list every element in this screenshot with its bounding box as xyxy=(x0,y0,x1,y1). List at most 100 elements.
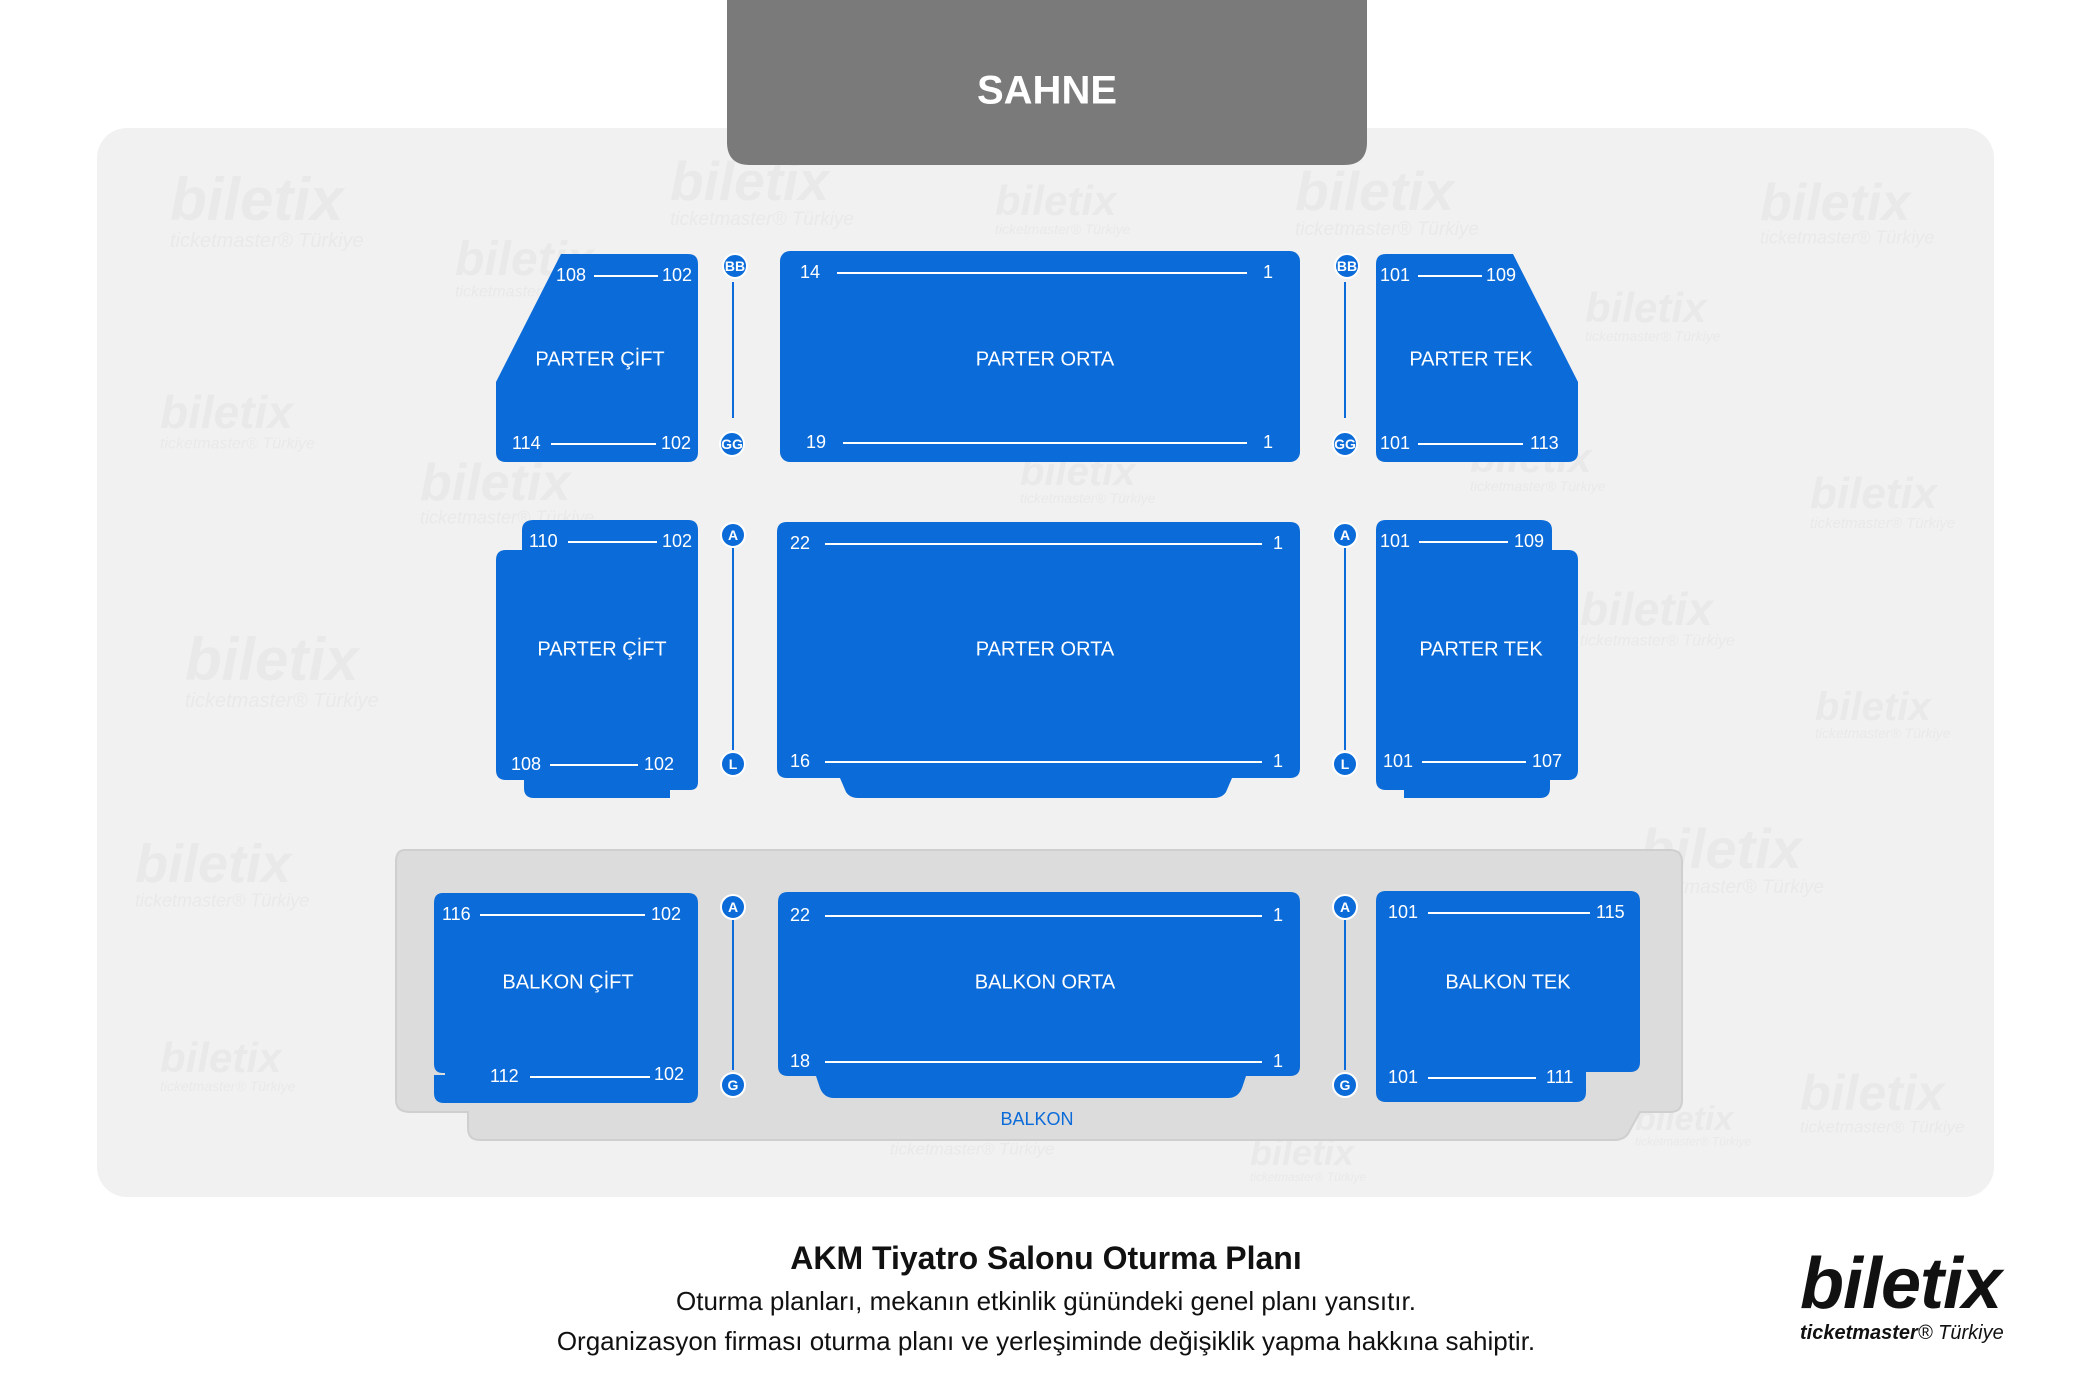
svg-text:A: A xyxy=(1340,899,1350,915)
svg-text:ticketmaster® Türkiye: ticketmaster® Türkiye xyxy=(1580,633,1735,650)
section-balkon-orta[interactable]: BALKON ORTA 22 1 18 1 xyxy=(778,892,1300,1098)
seat-number: 102 xyxy=(654,1064,684,1084)
seat-number: 114 xyxy=(512,433,541,453)
stage-label: SAHNE xyxy=(977,69,1117,113)
logo-tagline: ticketmaster® Türkiye xyxy=(1800,1322,2004,1344)
seat-number: 109 xyxy=(1486,265,1516,285)
row-badge: G xyxy=(1332,1072,1358,1098)
plan-note-line-1: Oturma planları, mekanın etkinlik gününd… xyxy=(676,1286,1416,1316)
svg-text:ticketmaster® Türkiye: ticketmaster® Türkiye xyxy=(1635,1134,1752,1148)
section-balkon-cift[interactable]: BALKON ÇİFT 116 102 112 102 xyxy=(434,893,698,1103)
seat-number: 18 xyxy=(790,1051,810,1071)
seat-number: 1 xyxy=(1273,905,1283,925)
svg-text:ticketmaster® Türkiye: ticketmaster® Türkiye xyxy=(1020,490,1156,506)
svg-text:ticketmaster® Türkiye: ticketmaster® Türkiye xyxy=(160,1078,296,1094)
seat-number: 101 xyxy=(1380,531,1410,551)
svg-text:biletix: biletix xyxy=(1760,174,1912,232)
svg-text:ticketmaster® Türkiye: ticketmaster® Türkiye xyxy=(1800,1118,1965,1137)
aisle-markers: BB GG BB GG A L A L A G A G xyxy=(719,253,1360,1098)
svg-text:biletix: biletix xyxy=(160,386,295,438)
svg-text:ticketmaster® Türkiye: ticketmaster® Türkiye xyxy=(1250,1170,1367,1184)
svg-text:A: A xyxy=(1340,527,1350,543)
seat-number: 116 xyxy=(442,904,471,924)
seat-number: 1 xyxy=(1263,432,1273,452)
row-badge: GG xyxy=(719,431,745,457)
svg-text:biletix: biletix xyxy=(1580,583,1715,635)
seat-number: 1 xyxy=(1263,262,1273,282)
section-label: PARTER ORTA xyxy=(976,348,1115,370)
svg-text:G: G xyxy=(1340,1077,1351,1093)
seat-number: 14 xyxy=(800,262,820,282)
svg-text:ticketmaster® Türkiye: ticketmaster® Türkiye xyxy=(160,436,315,453)
svg-text:GG: GG xyxy=(721,436,743,452)
svg-text:GG: GG xyxy=(1334,436,1356,452)
seat-number: 107 xyxy=(1532,751,1562,771)
svg-text:biletix: biletix xyxy=(1800,1065,1947,1121)
plan-title: AKM Tiyatro Salonu Oturma Planı xyxy=(790,1240,1302,1276)
row-badge: BB xyxy=(722,253,748,279)
svg-text:biletix: biletix xyxy=(1585,284,1708,331)
svg-text:ticketmaster® Türkiye: ticketmaster® Türkiye xyxy=(1585,328,1721,344)
svg-text:ticketmaster® Türkiye: ticketmaster® Türkiye xyxy=(1810,515,1955,532)
row-badge: A xyxy=(720,522,746,548)
section-parter-cift-front[interactable]: PARTER ÇİFT 108 102 114 102 xyxy=(496,254,698,462)
svg-text:ticketmaster® Türkiye: ticketmaster® Türkiye xyxy=(995,221,1131,237)
svg-text:ticketmaster® Türkiye: ticketmaster® Türkiye xyxy=(1815,725,1951,741)
section-parter-orta-front[interactable]: PARTER ORTA 14 1 19 1 xyxy=(780,251,1300,462)
section-label: PARTER ÇİFT xyxy=(537,637,666,660)
seat-number: 112 xyxy=(490,1066,519,1086)
svg-text:biletix: biletix xyxy=(1810,469,1939,518)
section-parter-cift-rear[interactable]: PARTER ÇİFT 110 102 108 102 xyxy=(496,520,698,798)
seat-number: 1 xyxy=(1273,1051,1283,1071)
svg-text:biletix: biletix xyxy=(420,454,572,512)
section-label: PARTER ÇİFT xyxy=(535,347,664,370)
svg-text:ticketmaster® Türkiye: ticketmaster® Türkiye xyxy=(185,690,379,712)
seat-number: 1 xyxy=(1273,751,1283,771)
section-parter-tek-rear[interactable]: PARTER TEK 101 109 101 107 xyxy=(1376,520,1578,798)
seat-number: 115 xyxy=(1596,902,1625,922)
svg-text:L: L xyxy=(729,756,738,772)
svg-text:ticketmaster® Türkiye: ticketmaster® Türkiye xyxy=(1470,478,1606,494)
svg-text:ticketmaster® Türkiye: ticketmaster® Türkiye xyxy=(135,890,309,910)
section-parter-orta-rear[interactable]: PARTER ORTA 22 1 16 1 xyxy=(777,522,1300,798)
section-balkon-tek[interactable]: BALKON TEK 101 115 101 111 xyxy=(1376,891,1640,1102)
row-badge: A xyxy=(1332,522,1358,548)
section-label: BALKON TEK xyxy=(1445,971,1571,993)
logo-sub-brand: ticketmaster xyxy=(1800,1322,1918,1344)
section-label: PARTER ORTA xyxy=(976,638,1115,660)
seat-number: 16 xyxy=(790,751,810,771)
seat-number: 109 xyxy=(1514,531,1544,551)
balcony-area-label: BALKON xyxy=(1000,1109,1073,1129)
seat-number: 101 xyxy=(1388,902,1418,922)
logo-brand: biletix xyxy=(1800,1244,2002,1324)
svg-text:ticketmaster® Türkiye: ticketmaster® Türkiye xyxy=(1760,227,1934,247)
svg-text:biletix: biletix xyxy=(1815,685,1932,729)
seat-number: 22 xyxy=(790,905,810,925)
svg-text:ticketmaster® Türkiye: ticketmaster® Türkiye xyxy=(1295,219,1479,240)
svg-text:biletix: biletix xyxy=(170,166,346,233)
seat-number: 102 xyxy=(661,433,691,453)
section-label: BALKON ÇİFT xyxy=(502,970,633,993)
row-badge: L xyxy=(1332,751,1358,777)
svg-text:ticketmaster® Türkiye: ticketmaster® Türkiye xyxy=(670,209,854,230)
seat-number: 101 xyxy=(1388,1067,1418,1087)
svg-text:BB: BB xyxy=(725,258,745,274)
stage: SAHNE xyxy=(727,0,1367,165)
svg-text:biletix: biletix xyxy=(135,834,293,894)
section-parter-tek-front[interactable]: PARTER TEK 101 109 101 113 xyxy=(1376,254,1578,462)
row-badge: G xyxy=(720,1072,746,1098)
svg-text:L: L xyxy=(1341,756,1350,772)
